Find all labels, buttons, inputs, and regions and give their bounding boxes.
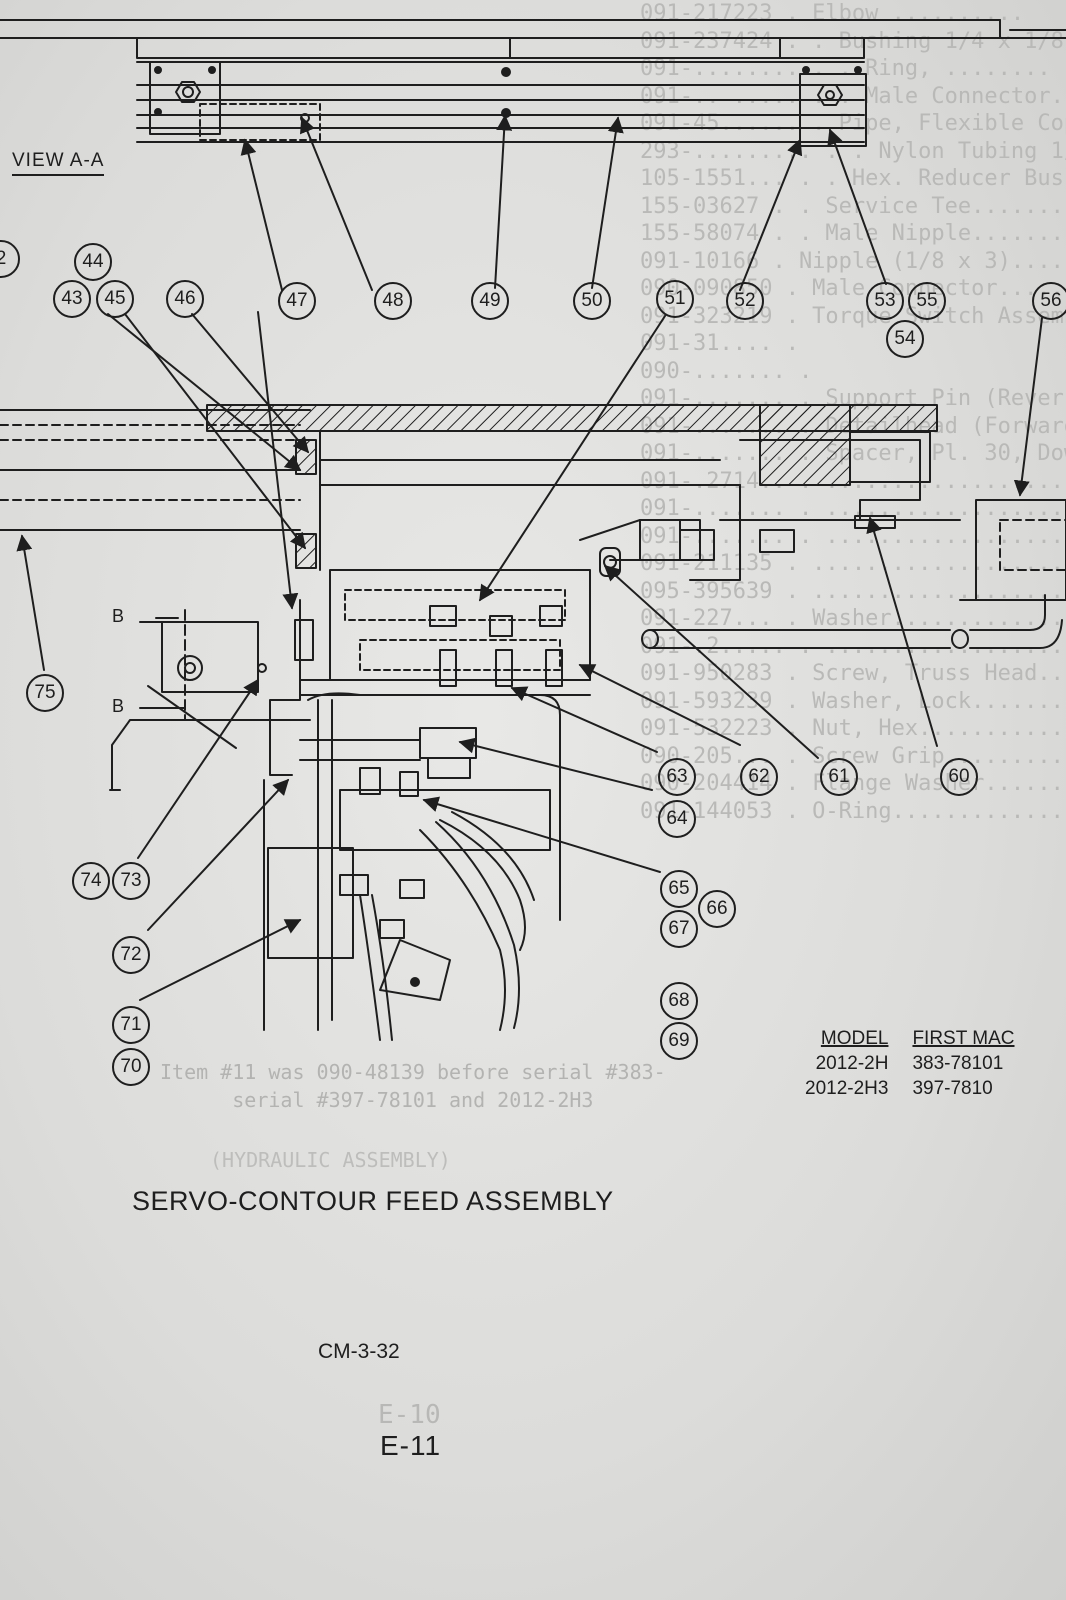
- callout-69: 69: [660, 1022, 698, 1060]
- callout-65: 65: [660, 870, 698, 908]
- callout-52: 52: [726, 282, 764, 320]
- drawing-title: SERVO-CONTOUR FEED ASSEMBLY: [132, 1186, 614, 1216]
- callout-49: 49: [471, 282, 509, 320]
- model-serial-table: MODEL FIRST MAC 2012-2H 383-78101 2012-2…: [805, 1026, 1025, 1101]
- callout-60: 60: [940, 758, 978, 796]
- callout-74: 74: [72, 862, 110, 900]
- callout-67: 67: [660, 910, 698, 948]
- first-machine-cell: 383-78101: [912, 1053, 1004, 1074]
- callout-56: 56: [1032, 282, 1066, 320]
- leader-lines: [16, 114, 1043, 1001]
- bleed-through-note: Item #11 was 090-48139 before serial #38…: [160, 1060, 666, 1112]
- bleed-through-page-number: E-10: [378, 1400, 441, 1430]
- callout-73: 73: [112, 862, 150, 900]
- callout-66: 66: [698, 890, 736, 928]
- feed-body-section: [0, 404, 1066, 1041]
- rail-assembly: [0, 19, 1066, 147]
- section-mark-top: B: [112, 606, 125, 626]
- model-cell: 2012-2H3: [805, 1078, 889, 1099]
- callout-55: 55: [908, 282, 946, 320]
- callout-64: 64: [658, 800, 696, 838]
- callout-72: 72: [112, 936, 150, 974]
- view-label: VIEW A-A: [12, 150, 105, 176]
- callout-63: 63: [658, 758, 696, 796]
- table-row: 2012-2H 383-78101: [805, 1051, 1025, 1076]
- model-cell: 2012-2H: [815, 1053, 889, 1074]
- page-number: E-11: [380, 1430, 442, 1461]
- callout-51: 51: [656, 280, 694, 318]
- callout-68: 68: [660, 982, 698, 1020]
- model-header: MODEL: [820, 1028, 889, 1049]
- callout-75: 75: [26, 674, 64, 712]
- first-machine-cell: 397-7810: [912, 1078, 993, 1099]
- callout-53: 53: [866, 282, 904, 320]
- callout-71: 71: [112, 1006, 150, 1044]
- first-machine-header: FIRST MAC: [912, 1028, 1015, 1049]
- callout-46: 46: [166, 280, 204, 318]
- bleed-through-subtitle: (HYDRAULIC ASSEMBLY): [210, 1148, 451, 1172]
- callout-61: 61: [820, 758, 858, 796]
- callout-44: 44: [74, 243, 112, 281]
- callout-48: 48: [374, 282, 412, 320]
- table-row: 2012-2H3 397-7810: [805, 1076, 1025, 1101]
- document-code: CM-3-32: [318, 1340, 400, 1363]
- callout-70: 70: [112, 1048, 150, 1086]
- callout-54: 54: [886, 320, 924, 358]
- callout-50: 50: [573, 282, 611, 320]
- section-mark-bottom: B: [112, 696, 125, 716]
- callout-62: 62: [740, 758, 778, 796]
- callout-45: 45: [96, 280, 134, 318]
- callout-43: 43: [53, 280, 91, 318]
- callout-47: 47: [278, 282, 316, 320]
